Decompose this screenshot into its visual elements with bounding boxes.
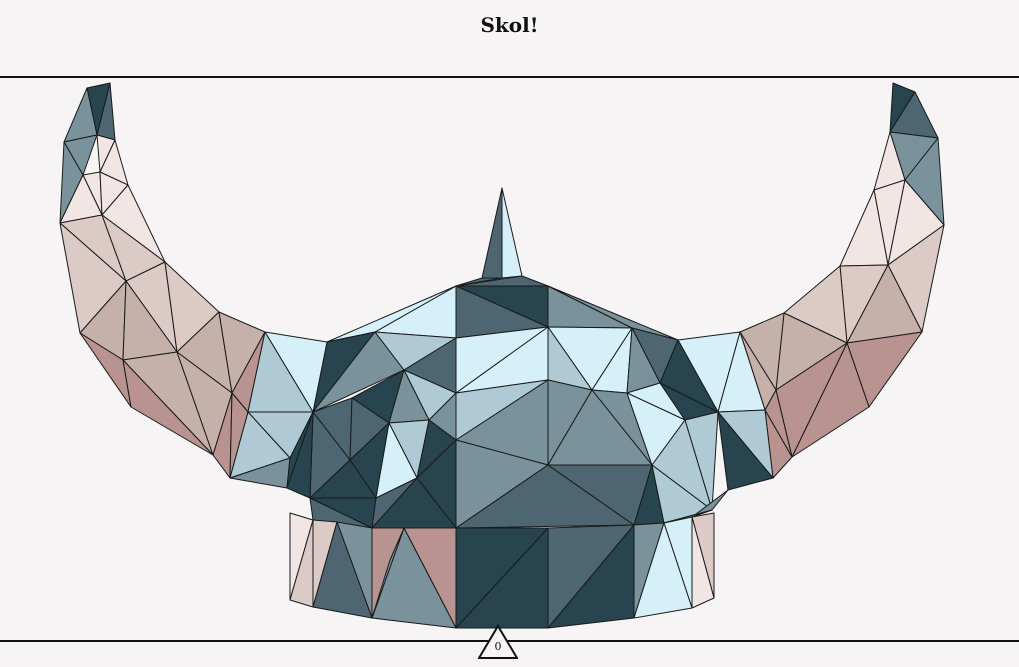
- helmet-band-facet[interactable]: [691, 516, 715, 609]
- viking-helmet-polygon-art[interactable]: [0, 78, 1019, 640]
- helmet-band-facet[interactable]: [371, 527, 405, 619]
- page-title: Skol!: [480, 13, 539, 37]
- helmet-dome-facet[interactable]: [374, 285, 457, 339]
- left-horn-facet[interactable]: [122, 359, 214, 456]
- triangle-icon: [478, 624, 518, 659]
- header-bar: Skol!: [0, 0, 1019, 78]
- helmet-dome-facet[interactable]: [455, 277, 503, 287]
- move-counter-value: 0: [494, 640, 502, 653]
- move-counter-button[interactable]: 0: [478, 624, 518, 660]
- helmet-spike-facet[interactable]: [501, 187, 523, 279]
- helmet-dome-facet[interactable]: [286, 411, 314, 499]
- footer-divider: [0, 640, 1019, 642]
- helmet-band-facet[interactable]: [633, 522, 693, 619]
- helmet-dome-facet[interactable]: [717, 411, 774, 491]
- puzzle-canvas[interactable]: [0, 78, 1019, 640]
- helmet-spike-facet[interactable]: [481, 187, 503, 279]
- helmet-band-facet[interactable]: [312, 521, 373, 619]
